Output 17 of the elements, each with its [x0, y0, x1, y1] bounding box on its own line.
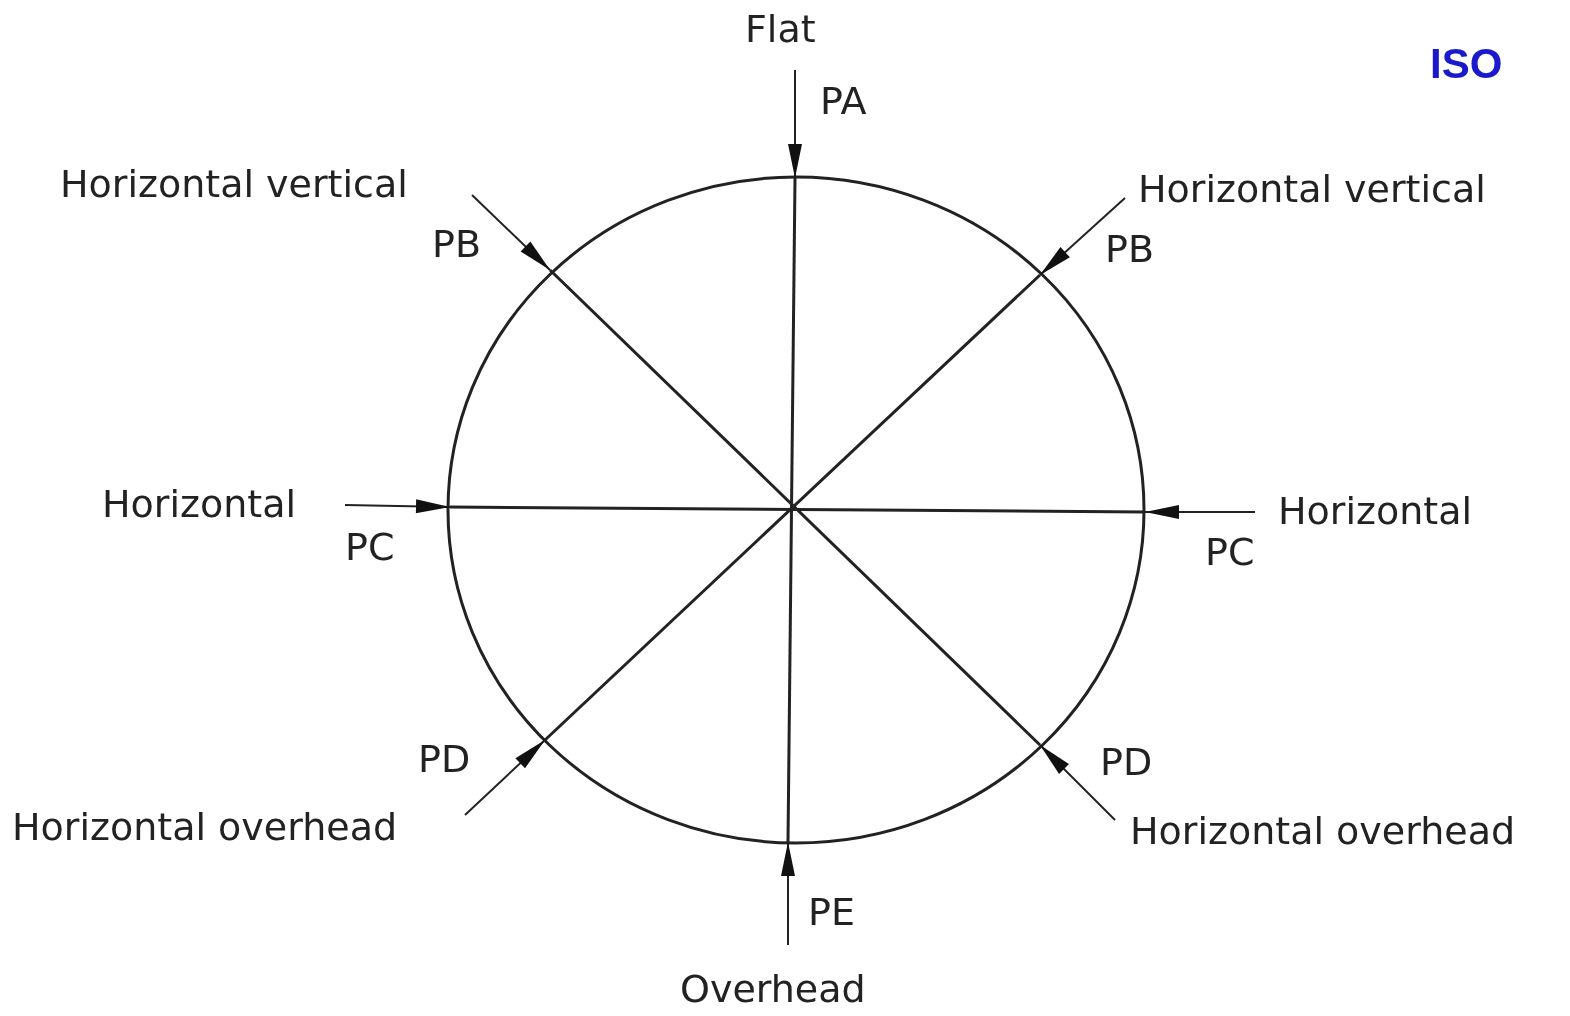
position-label: Horizontal vertical: [1138, 168, 1486, 212]
position-code: PB: [432, 223, 481, 267]
position-code: PD: [1100, 741, 1153, 785]
position-label: Flat: [745, 8, 816, 52]
position-label: Overhead: [680, 968, 866, 1012]
position-code: PA: [820, 80, 867, 124]
position-label: Horizontal: [1278, 490, 1473, 534]
position-code: PC: [345, 526, 395, 570]
standard-label: ISO: [1430, 40, 1503, 89]
position-label: Horizontal vertical: [60, 163, 408, 207]
position-code: PD: [418, 738, 471, 782]
position-label: Horizontal: [102, 483, 297, 527]
position-label: Horizontal overhead: [12, 806, 398, 850]
position-code: PB: [1105, 228, 1154, 272]
position-label: Horizontal overhead: [1130, 810, 1516, 854]
position-code: PC: [1205, 531, 1255, 575]
position-code: PE: [808, 891, 855, 935]
